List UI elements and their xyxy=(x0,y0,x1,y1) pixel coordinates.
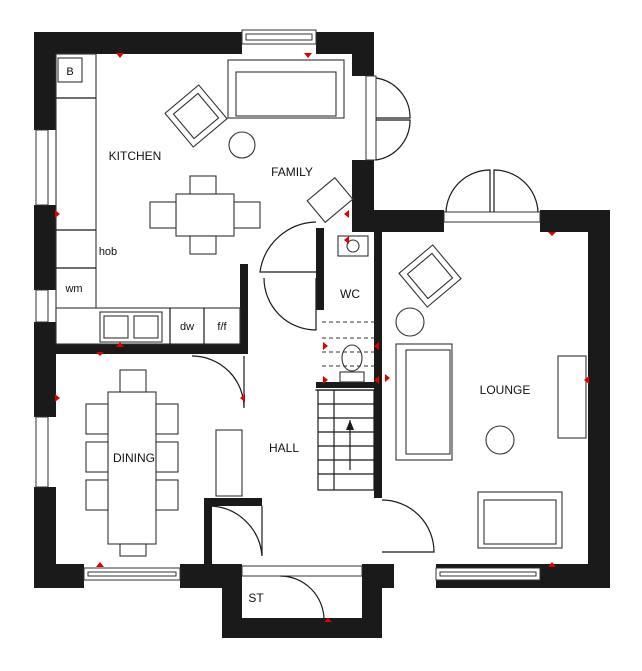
wc-label: WC xyxy=(340,287,360,301)
store-label: ST xyxy=(248,591,264,605)
wm-label: wm xyxy=(64,283,82,295)
wc-fittings: WC xyxy=(322,235,376,383)
lounge-label: LOUNGE xyxy=(480,383,531,397)
door-swings xyxy=(191,77,539,621)
hob-label: hob xyxy=(99,246,117,258)
kitchen-label: KITCHEN xyxy=(109,149,162,163)
kitchen-family-furniture: KITCHEN FAMILY xyxy=(109,59,354,255)
boiler-label: B xyxy=(66,66,73,78)
external-walls xyxy=(34,32,610,638)
windows xyxy=(35,29,541,581)
dining-label: DINING xyxy=(113,451,155,465)
dw-label: dw xyxy=(180,321,194,333)
staircase xyxy=(317,389,375,491)
dining-furniture: DINING xyxy=(85,369,243,557)
red-markers xyxy=(55,53,589,622)
ff-label: f/f xyxy=(217,321,227,333)
family-label: FAMILY xyxy=(271,165,313,179)
lounge-furniture: LOUNGE xyxy=(395,244,587,549)
kitchen-fittings: B hob wm dw f/f xyxy=(55,53,241,345)
internal-walls xyxy=(56,228,382,568)
hall-label: HALL xyxy=(269,441,299,455)
